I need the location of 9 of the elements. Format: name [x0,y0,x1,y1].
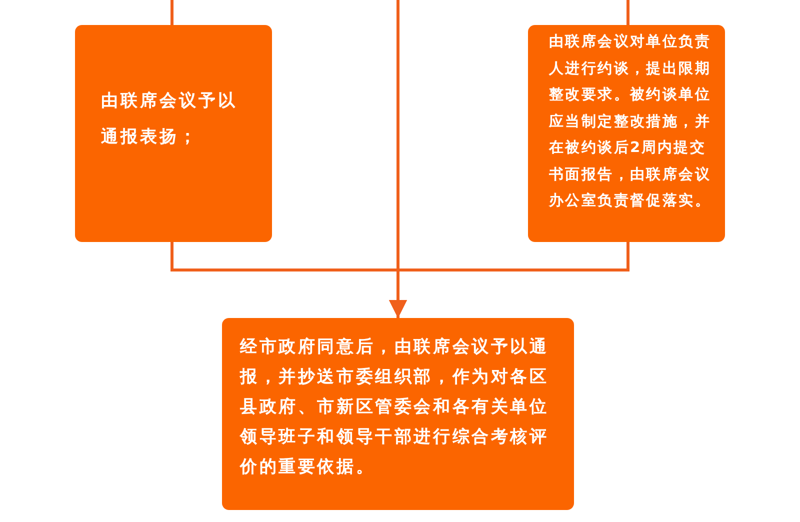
box-text: 经市政府同意后，由联席会议予以通报，并抄送市委组织部，作为对各区县政府、市新区管委会和各有关单位领导班子和领导干部进行综合考核评价的重要依据。 [240,336,550,479]
connector-line [626,0,630,25]
arrow [389,242,630,318]
process-box [222,318,574,510]
process-box [75,25,272,242]
connector-line [170,0,174,25]
box-text: 由联席会议对单位负责人进行约谈，提出限期整改要求。被约谈单位应当制定整改措施，并在被约谈后2周内提交书面报告，由联席会议办公室负责督促落实。 [549,32,711,211]
box-text: 由联席会议予以通报表扬； [101,90,238,148]
process-box [528,25,725,242]
